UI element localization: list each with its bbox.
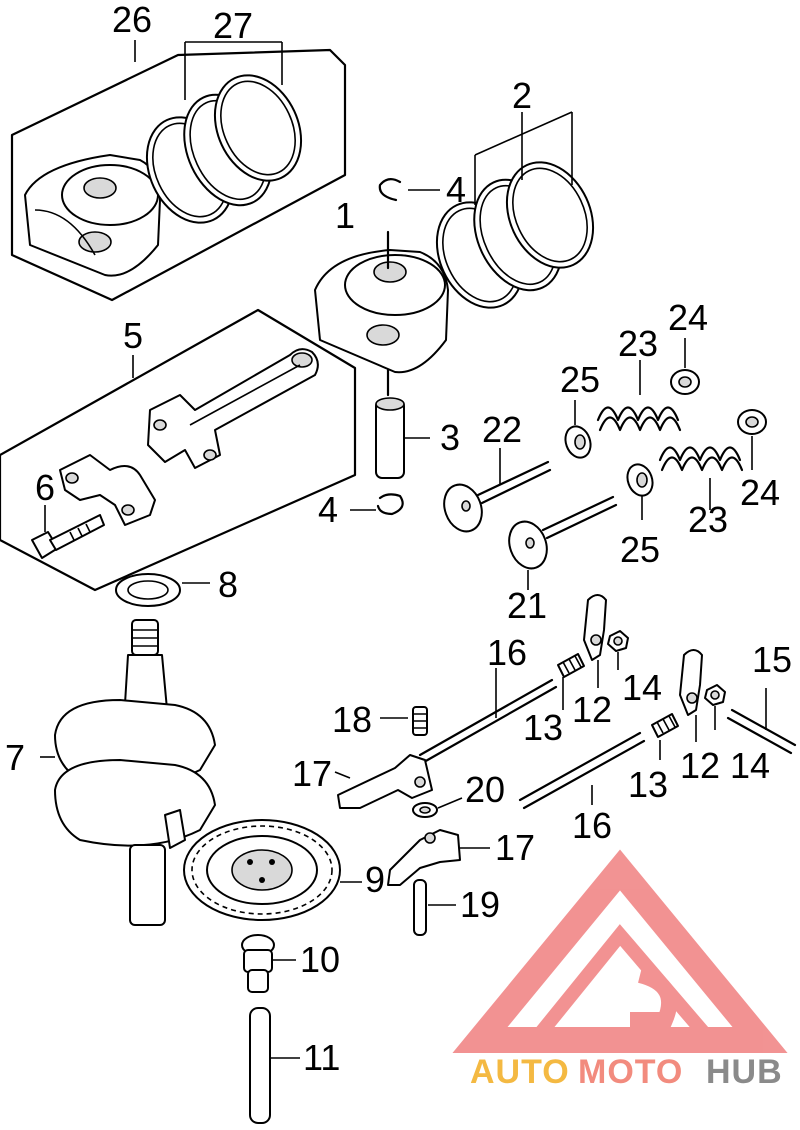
label-2: 2 xyxy=(512,75,532,116)
label-8: 8 xyxy=(218,564,238,605)
label-4a: 4 xyxy=(446,169,466,210)
label-25a: 25 xyxy=(560,359,600,400)
label-17a: 17 xyxy=(292,753,332,794)
valve-spring-23-top xyxy=(596,360,682,432)
push-rod-16-bottom xyxy=(518,731,646,810)
pin-19 xyxy=(413,879,456,936)
connecting-rod-box xyxy=(0,308,357,592)
label-13b: 13 xyxy=(628,764,668,805)
label-5: 5 xyxy=(123,315,143,356)
watermark-moto: MOTO xyxy=(578,1053,683,1091)
circlip-4-bottom xyxy=(350,493,404,516)
label-22: 22 xyxy=(482,409,522,450)
rod-cap xyxy=(59,454,156,526)
circlip-4-top xyxy=(378,178,440,202)
piston-1 xyxy=(314,230,449,397)
label-1: 1 xyxy=(335,195,355,236)
nut-14-bottom xyxy=(704,684,726,730)
label-27: 27 xyxy=(213,5,253,46)
watermark-hub: HUB xyxy=(706,1053,783,1091)
watermark-logo xyxy=(452,849,788,1053)
valve-22 xyxy=(443,448,552,533)
spring-18 xyxy=(380,706,428,736)
nut-14-top xyxy=(607,630,629,670)
rocker-bracket-17-top xyxy=(334,754,433,809)
label-21: 21 xyxy=(507,585,547,626)
piston-kit-box xyxy=(10,40,347,302)
label-23b: 23 xyxy=(688,499,728,540)
valve-spring-23-bottom xyxy=(658,446,744,510)
label-10: 10 xyxy=(300,939,340,980)
spring-seat-24-top xyxy=(670,338,700,395)
crankshaft-7 xyxy=(40,619,216,926)
spring-retainer-25-bottom xyxy=(626,463,654,520)
push-rod-16-top xyxy=(418,668,558,764)
label-6: 6 xyxy=(35,467,55,508)
label-19: 19 xyxy=(460,884,500,925)
label-7: 7 xyxy=(5,737,25,778)
label-25b: 25 xyxy=(620,529,660,570)
spring-retainer-25-top xyxy=(564,400,592,459)
label-16b: 16 xyxy=(572,805,612,846)
camshaft-gear-9 xyxy=(183,819,362,921)
label-14b: 14 xyxy=(730,745,770,786)
piston-26 xyxy=(24,154,161,277)
spring-13-top xyxy=(557,653,585,710)
tappet-10 xyxy=(241,934,296,993)
label-11: 11 xyxy=(303,1037,340,1078)
rocker-arm-12-bottom xyxy=(679,649,703,742)
rocker-bracket-17-bottom xyxy=(387,829,490,886)
label-16a: 16 xyxy=(487,632,527,673)
label-14a: 14 xyxy=(622,667,662,708)
label-15: 15 xyxy=(752,639,792,680)
label-12b: 12 xyxy=(680,745,720,786)
rod-bolt-6 xyxy=(31,505,105,559)
washer-8 xyxy=(115,573,210,607)
label-24a: 24 xyxy=(668,297,708,338)
rocker-shaft-15 xyxy=(726,688,797,755)
valve-21 xyxy=(508,495,618,590)
label-12a: 12 xyxy=(572,689,612,730)
connecting-rod-5 xyxy=(147,348,319,469)
label-17b: 17 xyxy=(495,827,535,868)
piston-pin-3 xyxy=(375,397,430,479)
piston-rings-27 xyxy=(145,74,303,224)
spring-seat-24-bottom xyxy=(737,409,767,470)
label-9: 9 xyxy=(365,859,385,900)
label-26: 26 xyxy=(112,0,152,40)
pushrod-11 xyxy=(249,1007,300,1124)
label-23a: 23 xyxy=(618,323,658,364)
label-20: 20 xyxy=(465,769,505,810)
label-4b: 4 xyxy=(318,489,338,530)
watermark-text: AUTO MOTO HUB xyxy=(470,1053,783,1091)
label-18: 18 xyxy=(332,699,372,740)
label-3: 3 xyxy=(440,417,460,458)
spring-13-bottom xyxy=(651,713,679,760)
watermark-auto: AUTO xyxy=(470,1053,570,1091)
washer-20 xyxy=(412,797,463,818)
label-13a: 13 xyxy=(523,707,563,748)
piston-rings-2 xyxy=(435,111,595,309)
rocker-arm-12-top xyxy=(583,594,607,688)
label-24b: 24 xyxy=(740,472,780,513)
callouts: 26 27 2 4 1 5 24 23 25 22 3 6 24 4 23 25… xyxy=(5,0,792,1078)
